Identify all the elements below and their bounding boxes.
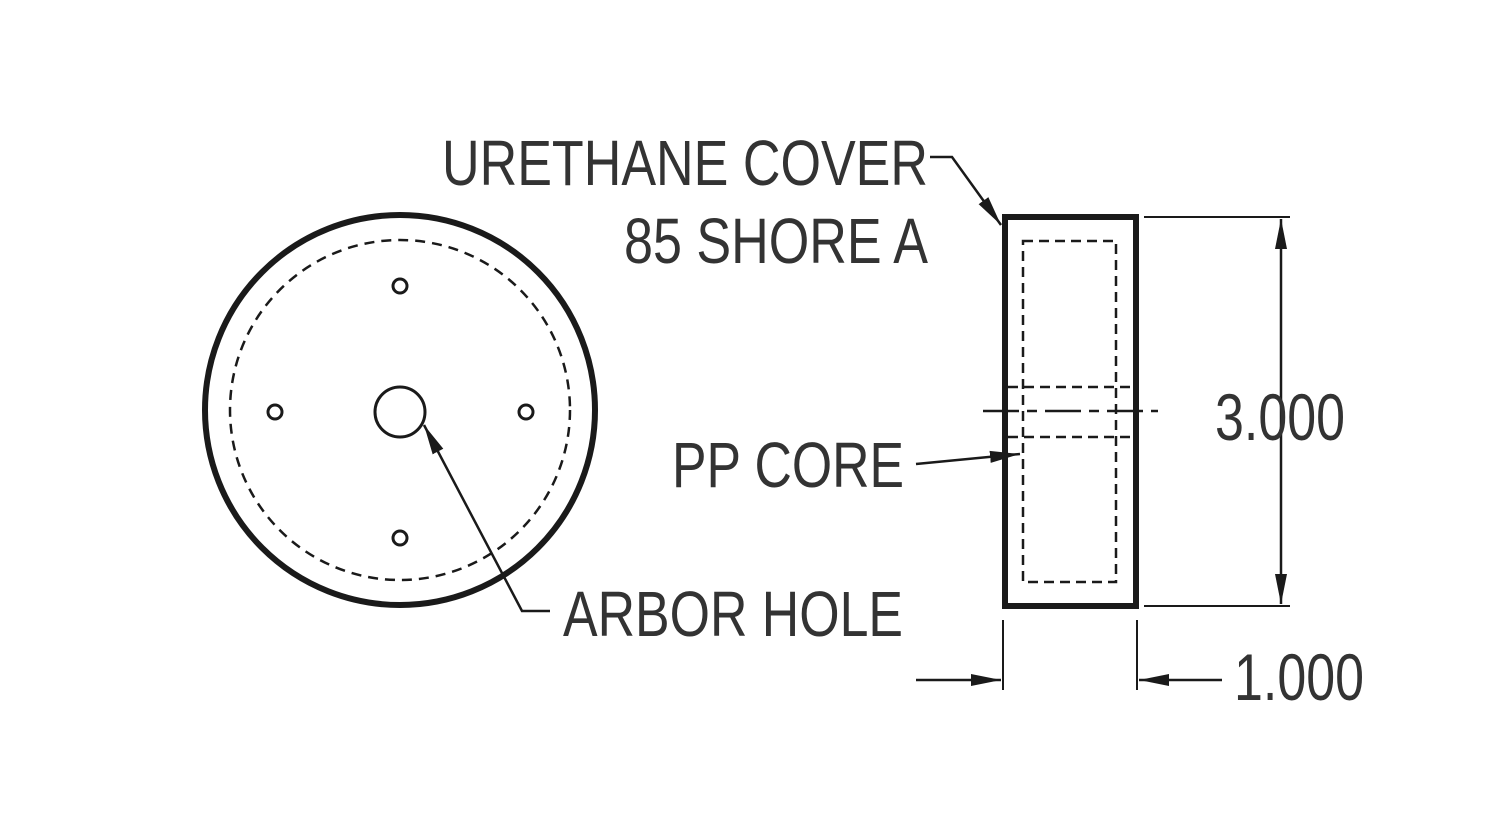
urethane-cover-label: URETHANE COVER [442,127,928,199]
arbor-hole-label: ARBOR HOLE [563,578,903,650]
shore-hardness-label: 85 SHORE A [624,205,928,277]
height-dimension [1144,216,1290,607]
width-dimension [916,620,1222,690]
front-view [202,212,598,608]
core-hidden-circle [228,238,572,582]
width-dimension-value: 1.000 [1234,640,1364,714]
urethane-cover-leader [930,155,1003,226]
bolt-hole-top [391,277,409,295]
pp-core-leader [915,450,1021,466]
arbor-hole-circle [373,385,427,439]
bolt-hole-left [266,403,284,421]
pp-core-label: PP CORE [672,429,904,501]
side-view [983,214,1158,609]
bolt-hole-bottom [391,529,409,547]
height-dimension-value: 3.000 [1215,380,1345,454]
bolt-hole-right [517,403,535,421]
roller-outer-circle [202,212,598,608]
arbor-hole-leader [422,424,550,613]
